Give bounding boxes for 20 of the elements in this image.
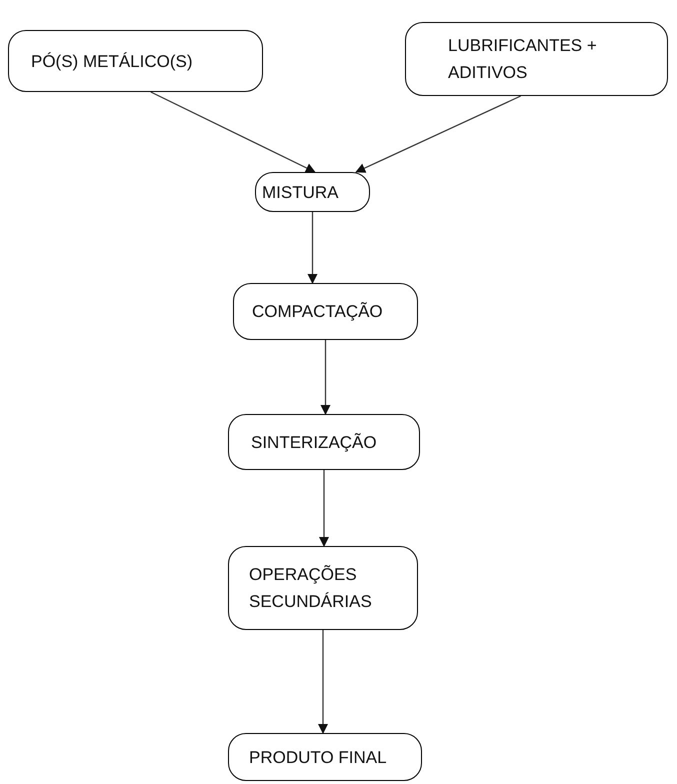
- arrow: [318, 630, 328, 734]
- process-box: [8, 30, 263, 92]
- arrow: [319, 470, 329, 547]
- process-box: [228, 733, 422, 781]
- process-box: [405, 22, 668, 96]
- box-label: PÓ(S) METÁLICO(S): [31, 50, 194, 72]
- box-label: OPERAÇÕES SECUNDÁRIAS: [249, 564, 373, 613]
- box-label: PRODUTO FINAL: [249, 746, 388, 768]
- process-box: [233, 283, 418, 340]
- process-box: [228, 546, 418, 630]
- arrow: [320, 340, 330, 415]
- box-label: COMPACTAÇÃO: [252, 301, 384, 323]
- process-box: [255, 172, 370, 212]
- arrow: [150, 91, 316, 173]
- process-box: [228, 414, 420, 470]
- box-label: LUBRIFICANTES + ADITIVOS: [448, 35, 598, 84]
- arrow: [355, 95, 521, 173]
- box-label: SINTERIZAÇÃO: [251, 432, 378, 454]
- box-label: MISTURA: [262, 182, 340, 204]
- arrow: [308, 212, 318, 284]
